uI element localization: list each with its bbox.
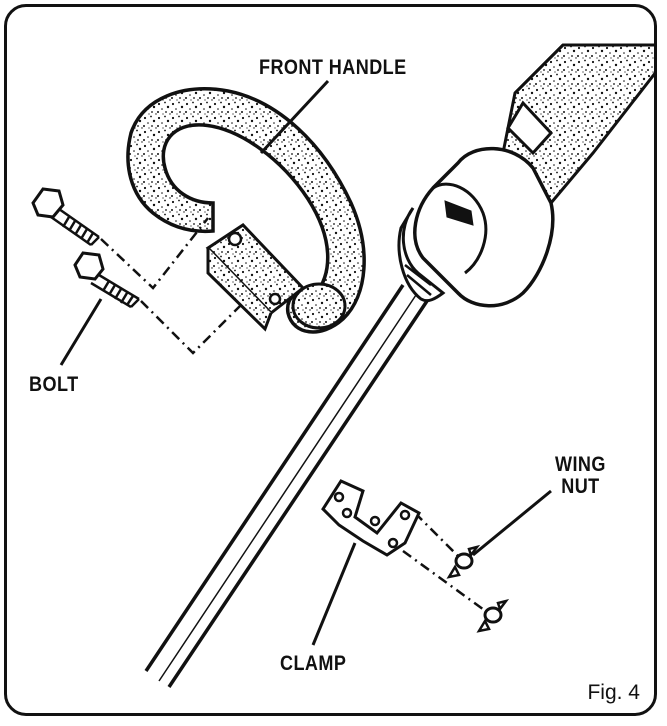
front-handle-part [126,87,366,334]
coupler [397,146,555,308]
bolt-upper [31,187,100,247]
wing-nut-label-line1: WING [555,453,606,476]
assembly-illustration [31,43,654,688]
wing-nut-label: WING NUT [555,453,606,499]
figure-caption: Fig. 4 [587,681,640,704]
lower-shaft [144,284,429,688]
bolt-lower [73,251,140,309]
wing-nut-lower [476,598,510,633]
alignment-lines [100,217,492,617]
bolt-label: BOLT [29,373,79,396]
leader-lines [59,79,552,646]
clamp-part [321,479,421,557]
wing-nut-upper [446,544,481,579]
figure-frame: FRONT HANDLE BOLT WING NUT CLAMP Fig. 4 [4,4,657,716]
wing-nut-label-line2: NUT [561,475,600,499]
clamp-label: CLAMP [280,652,347,675]
front-handle-label: FRONT HANDLE [259,56,407,79]
